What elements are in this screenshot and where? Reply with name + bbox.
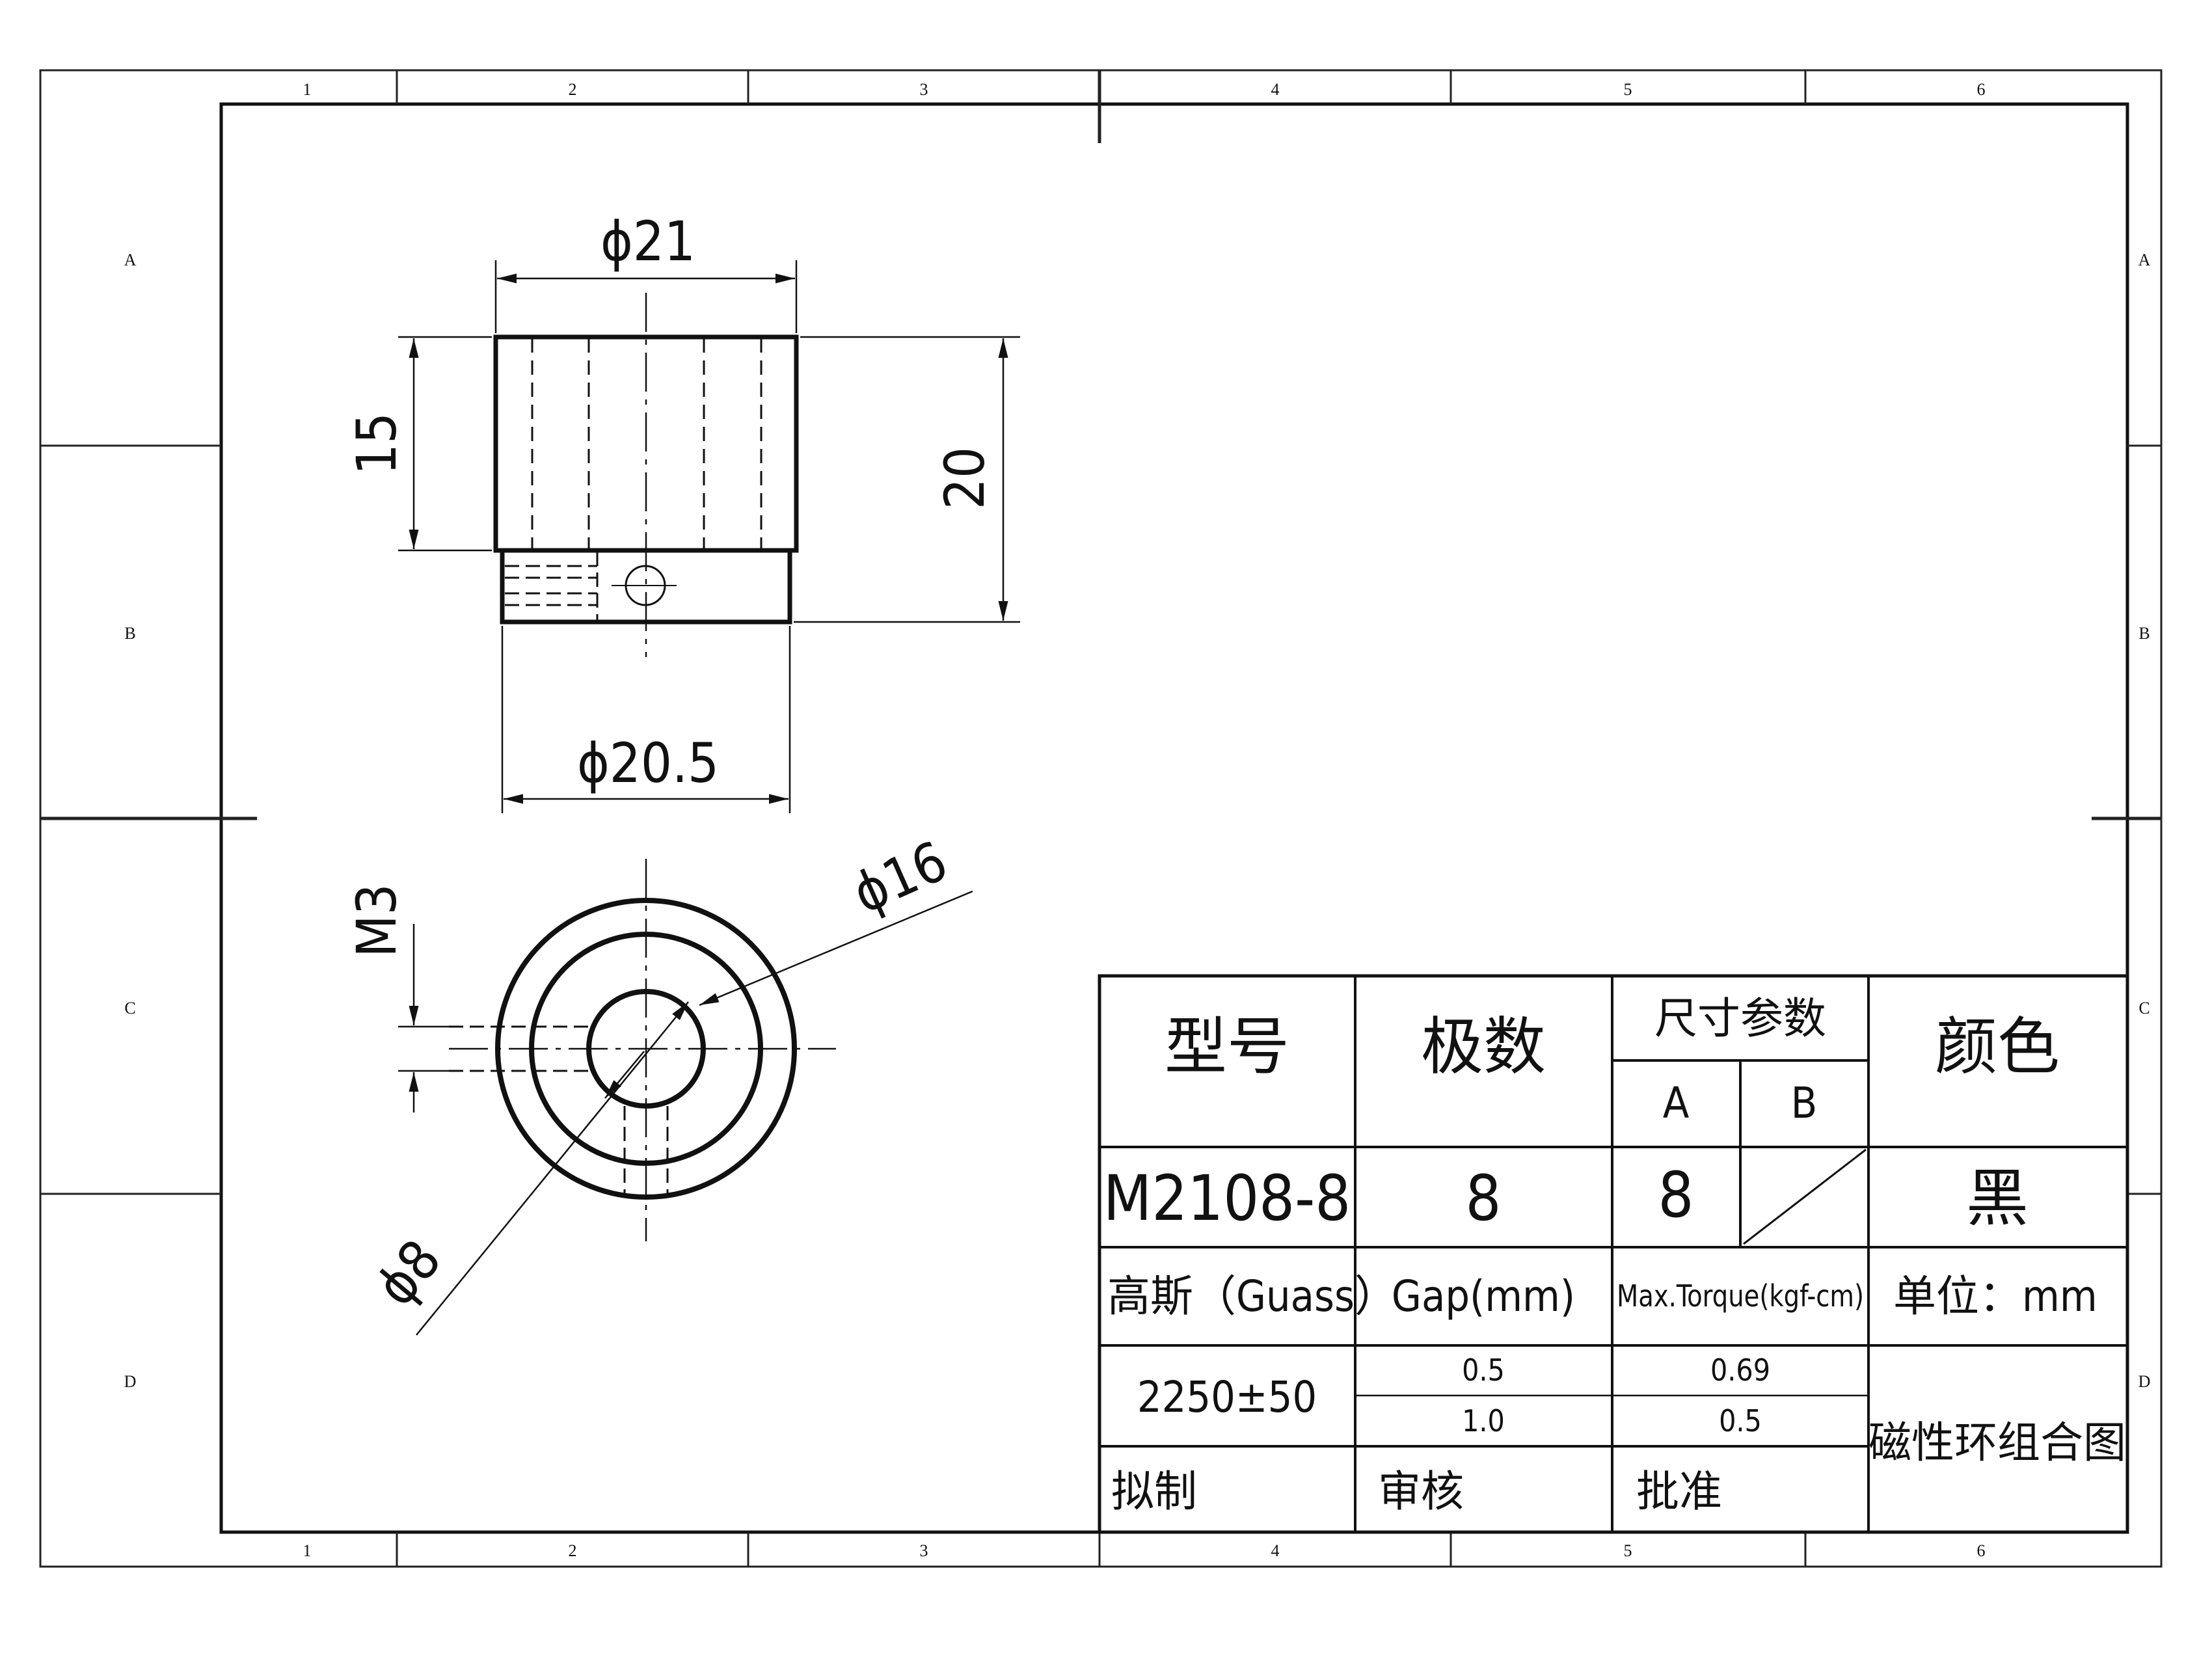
zone-col-1-bottom: 1 xyxy=(303,1541,312,1560)
zone-row-d-left: D xyxy=(124,1372,137,1391)
dim-outer-diameter xyxy=(494,260,798,333)
zone-col-4-bottom: 4 xyxy=(1271,1541,1280,1560)
cell-torque-1: 0.69 xyxy=(1710,1353,1770,1388)
cell-drawing-title: 磁性环组合图 xyxy=(1868,1418,2126,1468)
zone-col-6-bottom: 6 xyxy=(1977,1541,1986,1560)
zone-col-2-bottom: 2 xyxy=(569,1541,577,1560)
dim-bore-label: ϕ8 xyxy=(364,1228,453,1317)
zone-labels: 1 2 3 4 5 6 1 2 3 4 5 6 A B C D A B C D xyxy=(124,80,2151,1560)
dim-outer-diameter-label: ϕ21 xyxy=(600,209,695,273)
dim-inner-circle-leader xyxy=(699,890,973,1006)
cell-poles-label: 极数 xyxy=(1421,1010,1546,1083)
zone-col-5-top: 5 xyxy=(1624,80,1632,99)
dim-inner-circle-label: ϕ16 xyxy=(844,829,956,926)
dim-bore-inner-arrow xyxy=(604,1051,645,1099)
zone-row-a-left: A xyxy=(124,250,137,269)
dim-step-diameter xyxy=(501,626,791,813)
cell-model-value: M2108-8 xyxy=(1103,1162,1351,1235)
cell-torque-2: 0.5 xyxy=(1719,1403,1762,1438)
dim-height-upper-label: 15 xyxy=(345,412,409,475)
zone-row-d-right: D xyxy=(2138,1372,2151,1391)
zone-row-b-left: B xyxy=(124,624,135,643)
zone-col-3-bottom: 3 xyxy=(920,1541,928,1560)
zone-col-1-top: 1 xyxy=(303,80,312,99)
cell-approver-label: 批准 xyxy=(1636,1466,1722,1517)
title-block: 型号 极数 尺寸参数 A B 颜色 M2108-8 8 8 黑 高斯（Guass… xyxy=(1098,974,2129,1534)
top-view: M3 ϕ16 ϕ8 xyxy=(345,829,973,1336)
zone-col-3-top: 3 xyxy=(920,80,928,99)
cell-poles-value: 8 xyxy=(1466,1162,1502,1235)
dim-thread xyxy=(398,924,463,1113)
cell-gap-1: 0.5 xyxy=(1462,1353,1505,1388)
dim-step-diameter-label: ϕ20.5 xyxy=(577,731,719,795)
cell-torque-label: Max.Torque(kgf-cm) xyxy=(1617,1278,1864,1314)
cell-drafter-label: 拟制 xyxy=(1111,1466,1197,1517)
cell-unit-label: 单位：mm xyxy=(1893,1271,2097,1321)
zone-row-b-right: B xyxy=(2138,624,2150,643)
dim-bore-leader xyxy=(416,1001,689,1336)
front-view: ϕ21 15 20 ϕ20.5 xyxy=(345,209,1020,813)
cell-reviewer-label: 审核 xyxy=(1378,1466,1464,1517)
cell-gap-2: 1.0 xyxy=(1462,1403,1505,1438)
cell-size-a-value: 8 xyxy=(1658,1159,1694,1232)
dim-height-total-label: 20 xyxy=(933,447,997,509)
dim-height-total xyxy=(794,336,1020,623)
cell-size-a-label: A xyxy=(1663,1078,1690,1128)
cell-color-value: 黑 xyxy=(1966,1162,2029,1235)
cell-size-params-label: 尺寸参数 xyxy=(1654,993,1826,1044)
zone-grid xyxy=(40,70,2161,1567)
cell-size-b-label: B xyxy=(1791,1078,1818,1128)
zone-col-2-top: 2 xyxy=(569,80,577,99)
zone-col-6-top: 6 xyxy=(1977,80,1986,99)
cell-model-label: 型号 xyxy=(1165,1010,1289,1083)
dim-thread-label: M3 xyxy=(345,883,409,957)
hidden-lines-upper xyxy=(531,338,762,550)
cell-gauss-label: 高斯（Guass） xyxy=(1107,1271,1397,1321)
hidden-thread-hole xyxy=(449,1025,669,1196)
zone-row-c-left: C xyxy=(124,999,135,1018)
zone-col-5-bottom: 5 xyxy=(1624,1541,1632,1560)
zone-row-c-right: C xyxy=(2138,999,2150,1018)
dim-height-upper xyxy=(398,336,492,552)
cell-gauss-value: 2250±50 xyxy=(1137,1372,1317,1422)
zone-row-a-right: A xyxy=(2138,250,2151,269)
cell-gap-label: Gap(mm) xyxy=(1392,1271,1575,1321)
zone-col-4-top: 4 xyxy=(1271,80,1280,99)
cell-color-label: 颜色 xyxy=(1935,1010,2060,1083)
hidden-thread-lines xyxy=(505,552,599,621)
